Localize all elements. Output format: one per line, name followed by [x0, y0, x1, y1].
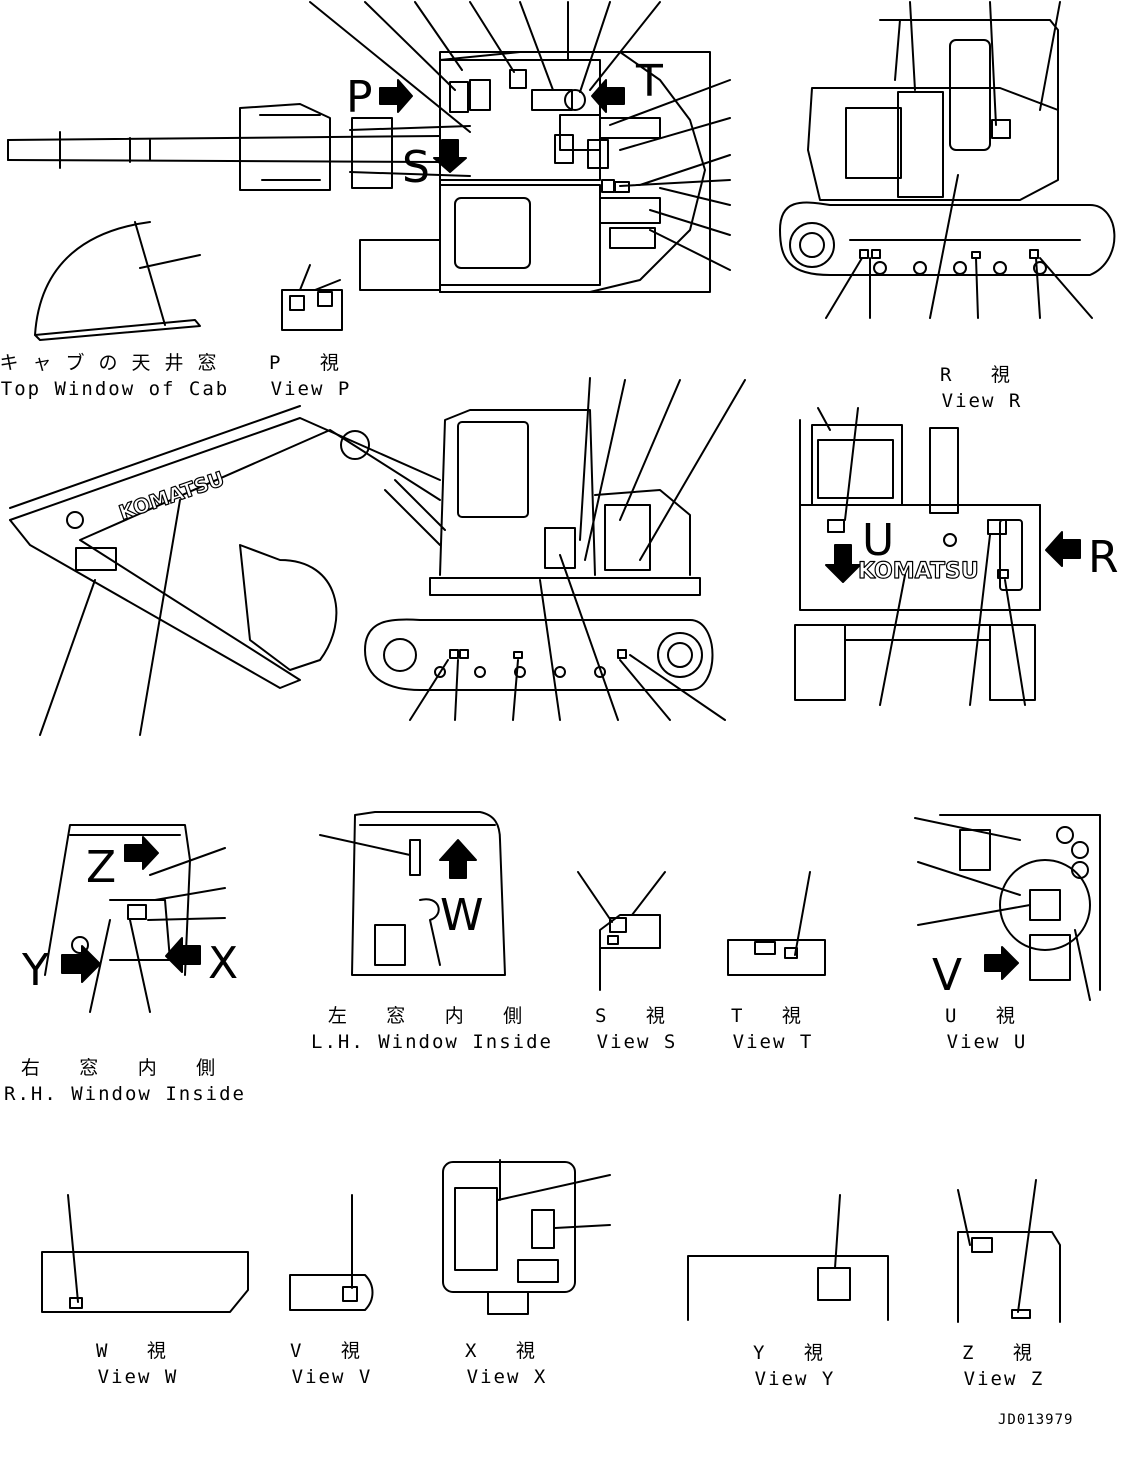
- arrow-y: [61, 945, 101, 983]
- view-z-sketch: [957, 1179, 1061, 1323]
- caption-view-y: Y 視 View Y: [753, 1340, 837, 1392]
- view-letter-u: U: [862, 515, 894, 566]
- caption-jp: W 視: [96, 1340, 180, 1362]
- brand-logo-rear: KOMATSU: [858, 559, 979, 584]
- caption-view-r: R 視 View R: [940, 362, 1024, 414]
- caption-jp: S 視: [595, 1005, 679, 1027]
- view-letter-x: X: [208, 938, 238, 989]
- view-x-sketch: [442, 1159, 611, 1315]
- caption-en: View Y: [754, 1368, 836, 1390]
- view-s-sketch: [577, 871, 666, 991]
- caption-view-s: S 視 View S: [595, 1003, 679, 1055]
- arrow-p: [379, 79, 413, 113]
- view-letter-w: W: [440, 890, 484, 941]
- side-view-machine: [9, 377, 746, 736]
- caption-en: View T: [732, 1031, 814, 1053]
- caption-en: View V: [291, 1366, 373, 1388]
- caption-jp: Y 視: [753, 1342, 837, 1364]
- arrow-z: [124, 836, 159, 870]
- caption-view-t: T 視 View T: [731, 1003, 815, 1055]
- view-letter-y: Y: [21, 945, 49, 996]
- rh-window-inside-sketch: [44, 824, 226, 1013]
- caption-jp: T 視: [731, 1005, 815, 1027]
- view-letter-s: S: [402, 142, 430, 193]
- view-arrows-rh: [61, 836, 201, 983]
- view-letter-p: P: [346, 72, 373, 123]
- arrow-t: [591, 79, 625, 113]
- caption-view-p: P 視 View P: [269, 350, 353, 402]
- caption-view-w: W 視 View W: [96, 1338, 180, 1390]
- caption-lh-window-inside: 左 窓 内 側 L.H. Window Inside: [311, 1003, 553, 1055]
- brand-logo-boom: KOMATSU: [116, 466, 228, 524]
- view-letter-r: R: [1088, 532, 1119, 583]
- document-id: JD013979: [998, 1412, 1074, 1428]
- caption-jp: 左 窓 内 側: [327, 1005, 537, 1027]
- caption-en: View U: [946, 1031, 1028, 1053]
- caption-jp: 右 窓 内 側: [20, 1057, 230, 1079]
- caption-en: View R: [941, 390, 1023, 412]
- caption-en: View P: [270, 378, 352, 400]
- caption-rh-window-inside: 右 窓 内 側 R.H. Window Inside: [4, 1055, 246, 1107]
- caption-top-window-of-cab: キャブの天井窓 Top Window of Cab: [0, 350, 231, 402]
- top-plan-view: [7, 1, 731, 293]
- rear-view-middle-right: [794, 407, 1041, 706]
- view-w-sketch: [41, 1194, 249, 1313]
- caption-jp: U 視: [945, 1005, 1029, 1027]
- caption-en: Top Window of Cab: [0, 378, 230, 400]
- caption-en: View S: [596, 1031, 678, 1053]
- caption-view-v: V 視 View V: [290, 1338, 374, 1390]
- view-arrows-mid: [825, 531, 1081, 583]
- view-letter-v: V: [932, 950, 962, 1001]
- caption-jp: X 視: [465, 1340, 549, 1362]
- view-v-sketch: [289, 1194, 374, 1311]
- view-p-sketch: [281, 264, 343, 331]
- view-y-sketch: [687, 1194, 889, 1321]
- view-letter-z: Z: [86, 842, 116, 893]
- caption-en: View W: [97, 1366, 179, 1388]
- caption-view-u: U 視 View U: [945, 1003, 1029, 1055]
- caption-en: R.H. Window Inside: [4, 1083, 246, 1105]
- arrow-r: [1045, 531, 1081, 567]
- view-arrow-v: [984, 946, 1019, 980]
- caption-view-z: Z 視 View Z: [962, 1340, 1046, 1392]
- view-letter-t: T: [635, 56, 663, 107]
- view-t-sketch: [727, 871, 826, 976]
- cab-top-window-sketch: [34, 221, 201, 341]
- caption-en: L.H. Window Inside: [311, 1031, 553, 1053]
- arrow-x: [165, 937, 201, 973]
- caption-en: View Z: [963, 1368, 1045, 1390]
- caption-view-x: X 視 View X: [465, 1338, 549, 1390]
- view-u-sketch: [914, 814, 1101, 1001]
- caption-jp: キャブの天井窓: [0, 352, 231, 374]
- caption-jp: Z 視: [962, 1342, 1046, 1364]
- caption-jp: P 視: [269, 352, 353, 374]
- arrow-u: [825, 544, 861, 583]
- caption-en: View X: [466, 1366, 548, 1388]
- caption-jp: V 視: [290, 1340, 374, 1362]
- rear-view-top-right: [779, 1, 1116, 319]
- view-arrows-top: [379, 79, 625, 173]
- lh-window-inside-sketch: [319, 811, 506, 976]
- view-arrow-w: [439, 839, 477, 879]
- arrow-s: [433, 139, 467, 173]
- caption-jp: R 視: [940, 364, 1024, 386]
